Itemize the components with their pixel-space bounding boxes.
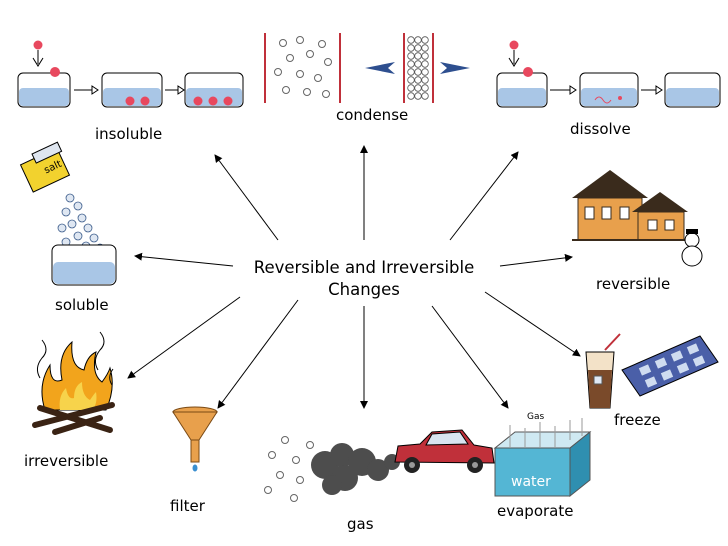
pin-icon [508, 40, 520, 67]
gas-particles-icon [264, 436, 314, 502]
beaker-icon [184, 72, 244, 108]
label-freeze: freeze [614, 411, 661, 429]
particles-packed-icon [407, 36, 429, 100]
arrow-to-irreversible [127, 296, 241, 379]
beaker-icon [496, 67, 548, 108]
arrow-to-dissolve [449, 151, 519, 241]
condense-illustration [264, 33, 470, 103]
water-tank-icon [493, 418, 592, 498]
salt-box-icon [19, 141, 71, 193]
arrow-to-insoluble [214, 154, 279, 241]
beaker-icon [579, 72, 639, 108]
arrow-to-filter [217, 299, 299, 409]
dissolve-illustration [496, 40, 721, 108]
evaporate-caption: Gas [527, 412, 545, 422]
salt-grains-icon [57, 193, 105, 253]
arrow-to-reversible [499, 253, 573, 267]
fire-icon [32, 331, 115, 435]
glass-icon [585, 333, 621, 409]
water-tank-text: water [511, 474, 551, 490]
pin-icon [32, 40, 44, 67]
house-icon [572, 170, 690, 241]
label-dissolve: dissolve [570, 120, 631, 138]
ice-tray-icon [621, 335, 719, 397]
label-gas: gas [347, 515, 374, 533]
particles-spread-icon [274, 36, 332, 98]
arrow-to-soluble [134, 252, 234, 267]
beaker-icon [17, 67, 71, 108]
arrow-to-evaporate [431, 305, 509, 409]
smoke-icon [311, 443, 400, 495]
beaker-icon [664, 72, 721, 108]
beaker-icon [51, 244, 117, 286]
label-insoluble: insoluble [95, 125, 163, 143]
center-title: Reversible and Irreversible Changes [253, 258, 475, 299]
label-condense: condense [336, 106, 409, 124]
label-evaporate: evaporate [497, 502, 574, 520]
label-irreversible: irreversible [24, 452, 109, 470]
label-soluble: soluble [55, 296, 109, 314]
arrow-to-freeze [484, 291, 581, 357]
beaker-icon [101, 72, 163, 108]
insoluble-illustration [17, 40, 244, 108]
car-icon [394, 429, 495, 473]
soluble-illustration [19, 141, 117, 286]
label-filter: filter [170, 497, 205, 515]
connector-arrows [127, 145, 581, 409]
snowman-icon [681, 229, 703, 267]
funnel-icon [172, 406, 218, 472]
label-reversible: reversible [596, 275, 671, 293]
